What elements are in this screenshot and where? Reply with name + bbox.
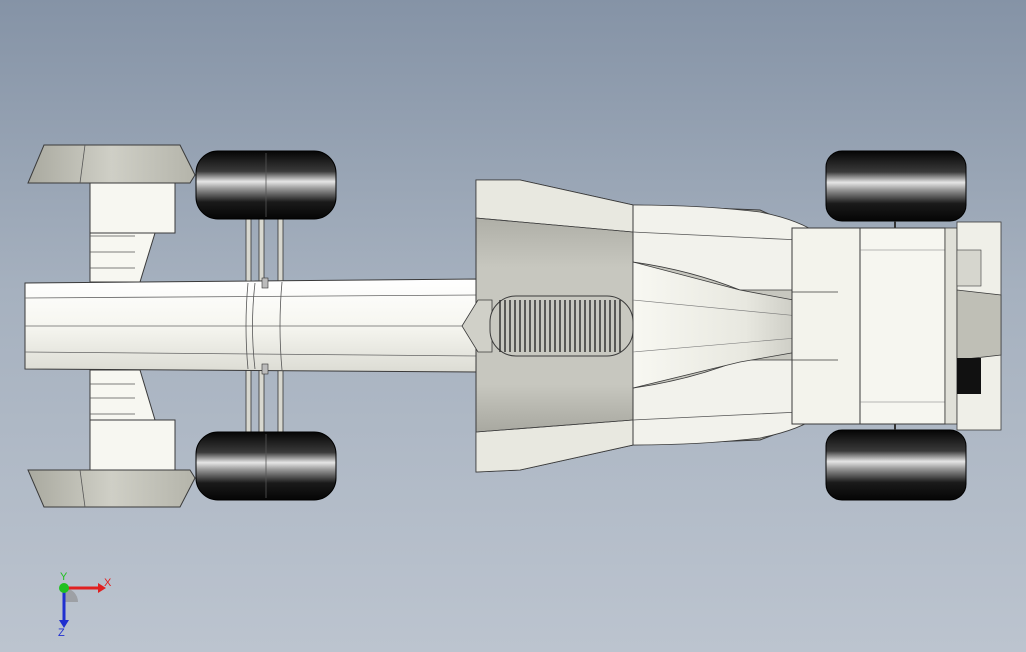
y-axis-point [59, 583, 69, 593]
rear-gearbox [791, 221, 1002, 431]
rear-tire-upper [825, 150, 967, 228]
y-axis-label: Y [60, 571, 68, 583]
sidepod-body [475, 179, 839, 473]
coordinate-triad: X Y Z [58, 571, 112, 639]
x-axis-label: X [104, 577, 112, 589]
front-wing-upper [27, 144, 196, 283]
z-axis-label: Z [58, 627, 65, 639]
rear-tire-lower [825, 424, 967, 501]
front-tire-lower [195, 431, 337, 501]
front-tire-upper [195, 150, 337, 220]
nose-cone [24, 277, 479, 375]
cockpit-intake [461, 295, 634, 357]
front-wing-lower [27, 369, 196, 508]
